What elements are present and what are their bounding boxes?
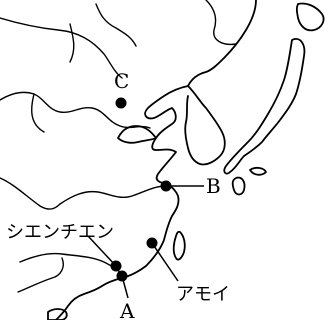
- city-marker-shenzhen: [110, 260, 122, 272]
- shandong-peninsula: [117, 125, 157, 144]
- japan-hokkaido: [295, 2, 325, 32]
- leader-line-amoy: [151, 242, 179, 282]
- far-east-coastline: [187, 0, 257, 87]
- label-a: A: [119, 299, 135, 320]
- japan-honshu: [223, 38, 306, 175]
- taiwan: [172, 230, 186, 261]
- japan-kyushu: [231, 176, 246, 196]
- city-marker-c: [115, 97, 127, 109]
- city-marker-amoy: [146, 237, 158, 249]
- leader-lines: [87, 185, 204, 299]
- northern-rivers: [0, 0, 237, 79]
- city-marker-a: [116, 270, 128, 282]
- china-east-coastline: [55, 181, 180, 320]
- yangtze-river: [59, 185, 167, 205]
- korea-bohai-coastline: [144, 85, 226, 184]
- label-b: B: [206, 174, 221, 198]
- label-shenzhen: シエンチエン: [6, 222, 114, 243]
- city-marker-b: [160, 180, 172, 192]
- leader-line-shenzhen: [87, 235, 117, 267]
- yellow-river: [0, 91, 151, 129]
- japan-shikoku: [249, 166, 267, 176]
- label-amoy: アモイ: [176, 284, 230, 305]
- label-c: C: [114, 69, 129, 93]
